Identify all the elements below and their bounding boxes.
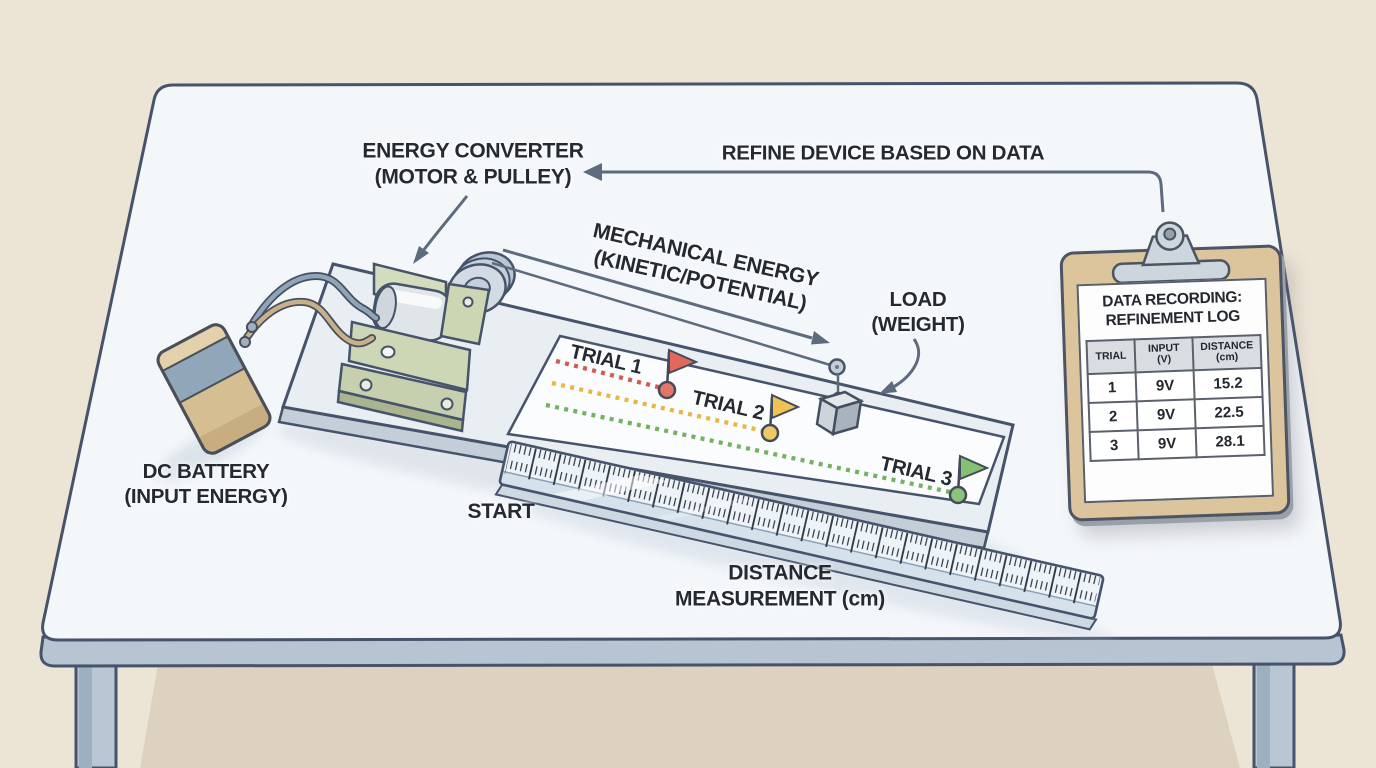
col-header-trial: TRIAL xyxy=(1086,339,1136,374)
table-row: 3 9V 28.1 xyxy=(1089,425,1265,461)
battery-terminal xyxy=(246,321,258,333)
trial3-flag-icon xyxy=(959,454,990,481)
ruler xyxy=(494,440,1105,631)
table-edge xyxy=(39,633,1346,668)
string-and-load xyxy=(491,261,865,437)
cell-distance: 28.1 xyxy=(1195,425,1265,458)
clipboard-clip-icon xyxy=(1111,221,1231,285)
cell-input: 9V xyxy=(1135,370,1195,402)
cell-trial: 3 xyxy=(1089,430,1139,461)
trial3-marker xyxy=(948,485,968,505)
trial1-flag-icon xyxy=(668,348,699,375)
string-line xyxy=(491,261,838,369)
load-pointer-arrow xyxy=(879,338,921,394)
col-header-input: INPUT(V) xyxy=(1134,337,1194,373)
refinement-log-table: TRIAL INPUT(V) DISTANCE(cm) 1 9V 15.2 xyxy=(1085,333,1266,462)
energy-converter-arrow xyxy=(413,195,469,264)
floor-shadow xyxy=(140,664,1240,768)
trial2-flag-icon xyxy=(771,393,801,420)
label-distance-measurement: DISTANCE MEASUREMENT (cm) xyxy=(675,561,885,610)
trial3-track xyxy=(545,402,990,505)
label-refine-device: REFINE DEVICE BASED ON DATA xyxy=(721,141,1045,165)
wires xyxy=(240,271,380,348)
motor-cylinder xyxy=(371,282,453,342)
trial2-track xyxy=(551,380,801,443)
trial1-marker xyxy=(657,380,677,400)
cell-distance: 22.5 xyxy=(1194,396,1264,429)
refine-arrow xyxy=(583,163,1165,213)
label-dc-battery: DC BATTERY (INPUT ENERGY) xyxy=(124,460,288,508)
cell-trial: 1 xyxy=(1087,372,1137,403)
cell-trial: 2 xyxy=(1088,401,1138,432)
load-cube xyxy=(815,390,865,437)
label-start: START xyxy=(467,500,535,524)
trial1-track xyxy=(555,348,699,400)
clipboard-title: DATA RECORDING: REFINEMENT LOG xyxy=(1101,288,1243,330)
dc-battery xyxy=(156,323,272,455)
trial2-marker xyxy=(760,423,780,443)
cell-distance: 15.2 xyxy=(1193,367,1263,400)
label-load: LOAD (WEIGHT) xyxy=(871,288,965,336)
label-energy-converter: ENERGY CONVERTER (MOTOR & PULLEY) xyxy=(362,139,584,188)
mechanical-energy-arrow xyxy=(502,248,830,345)
cell-input: 9V xyxy=(1137,428,1197,460)
col-header-distance: DISTANCE(cm) xyxy=(1192,334,1262,371)
clipboard: DATA RECORDING: REFINEMENT LOG TRIAL INP… xyxy=(1059,221,1291,522)
wire-blue xyxy=(247,273,379,331)
battery-terminal xyxy=(239,336,251,348)
clipboard-paper: DATA RECORDING: REFINEMENT LOG TRIAL INP… xyxy=(1076,277,1275,504)
cell-input: 9V xyxy=(1136,399,1196,431)
wire-tan xyxy=(241,299,375,346)
motor-pulley-assembly xyxy=(336,251,516,433)
